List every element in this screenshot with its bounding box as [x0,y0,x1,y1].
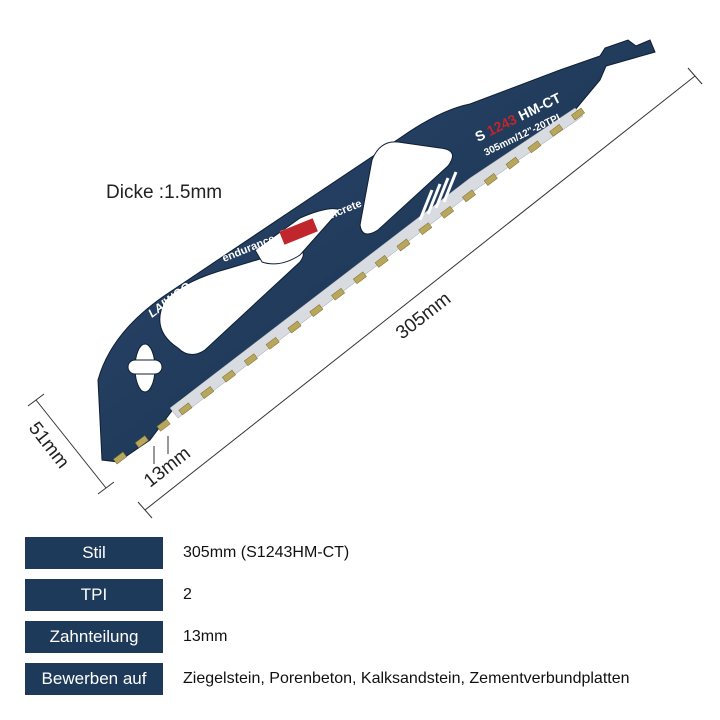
blade-tooth [134,435,149,448]
saw-blade: LAIWOO endurance Bricks concrete Carbide… [97,39,656,465]
spec-value-style: 305mm (S1243HM-CT) [183,544,350,561]
thickness-annotation: Dicke :1.5mm [106,182,222,203]
blade-tooth [178,402,193,416]
bricks-highlight [279,218,318,245]
blade-tooth [200,386,215,399]
saw-blade-illustration: LAIWOO endurance Bricks concrete Carbide… [24,39,703,519]
spec-value-tpi: 2 [183,586,192,603]
blade-tooth [352,271,367,285]
blade-tooth [527,140,542,154]
blade-tooth [418,222,433,236]
spec-row-tpi: TPI 2 [25,579,715,611]
spec-value-application: Ziegelstein, Porenbeton, Kalksandstein, … [183,670,630,687]
blade-tooth [331,287,346,301]
spec-label-application: Bewerben auf [25,663,163,695]
height-annotation: 51mm [24,418,73,473]
blade-teeth [113,107,585,465]
blade-tooth [549,124,564,137]
length-annotation: 305mm [392,288,455,344]
spec-row-application: Bewerben auf Ziegelstein, Porenbeton, Ka… [25,663,715,695]
blade-tooth [222,369,236,383]
blade-tooth [374,255,389,268]
blade-tooth [287,320,302,334]
blade-tooth [440,205,455,219]
blade-stripes [418,171,458,221]
spec-label-tpi: TPI [25,579,163,611]
blade-cutout-3 [359,141,453,235]
spec-value-tooth-pitch: 13mm [183,628,228,645]
blade-tooth [265,336,280,350]
dimension-height [27,393,115,495]
spec-label-tooth-pitch: Zahnteilung [25,621,163,653]
spec-row-style: Stil 305mm (S1243HM-CT) [25,537,715,569]
blade-tooth [309,304,324,317]
blade-tooth [156,418,171,432]
dimension-tooth-pitch [153,436,169,464]
blade-tooth [505,156,520,170]
tooth-pitch-annotation: 13mm [140,443,195,492]
blade-tooth [113,451,127,465]
blade-tooth [571,107,585,121]
spec-label-style: Stil [25,537,163,569]
blade-tooth [243,353,258,367]
blade-tooth [462,189,476,203]
blade-tooth [396,238,411,252]
dimension-length [137,67,703,519]
spec-row-tooth-pitch: Zahnteilung 13mm [25,621,715,653]
blade-tooth [483,173,498,186]
